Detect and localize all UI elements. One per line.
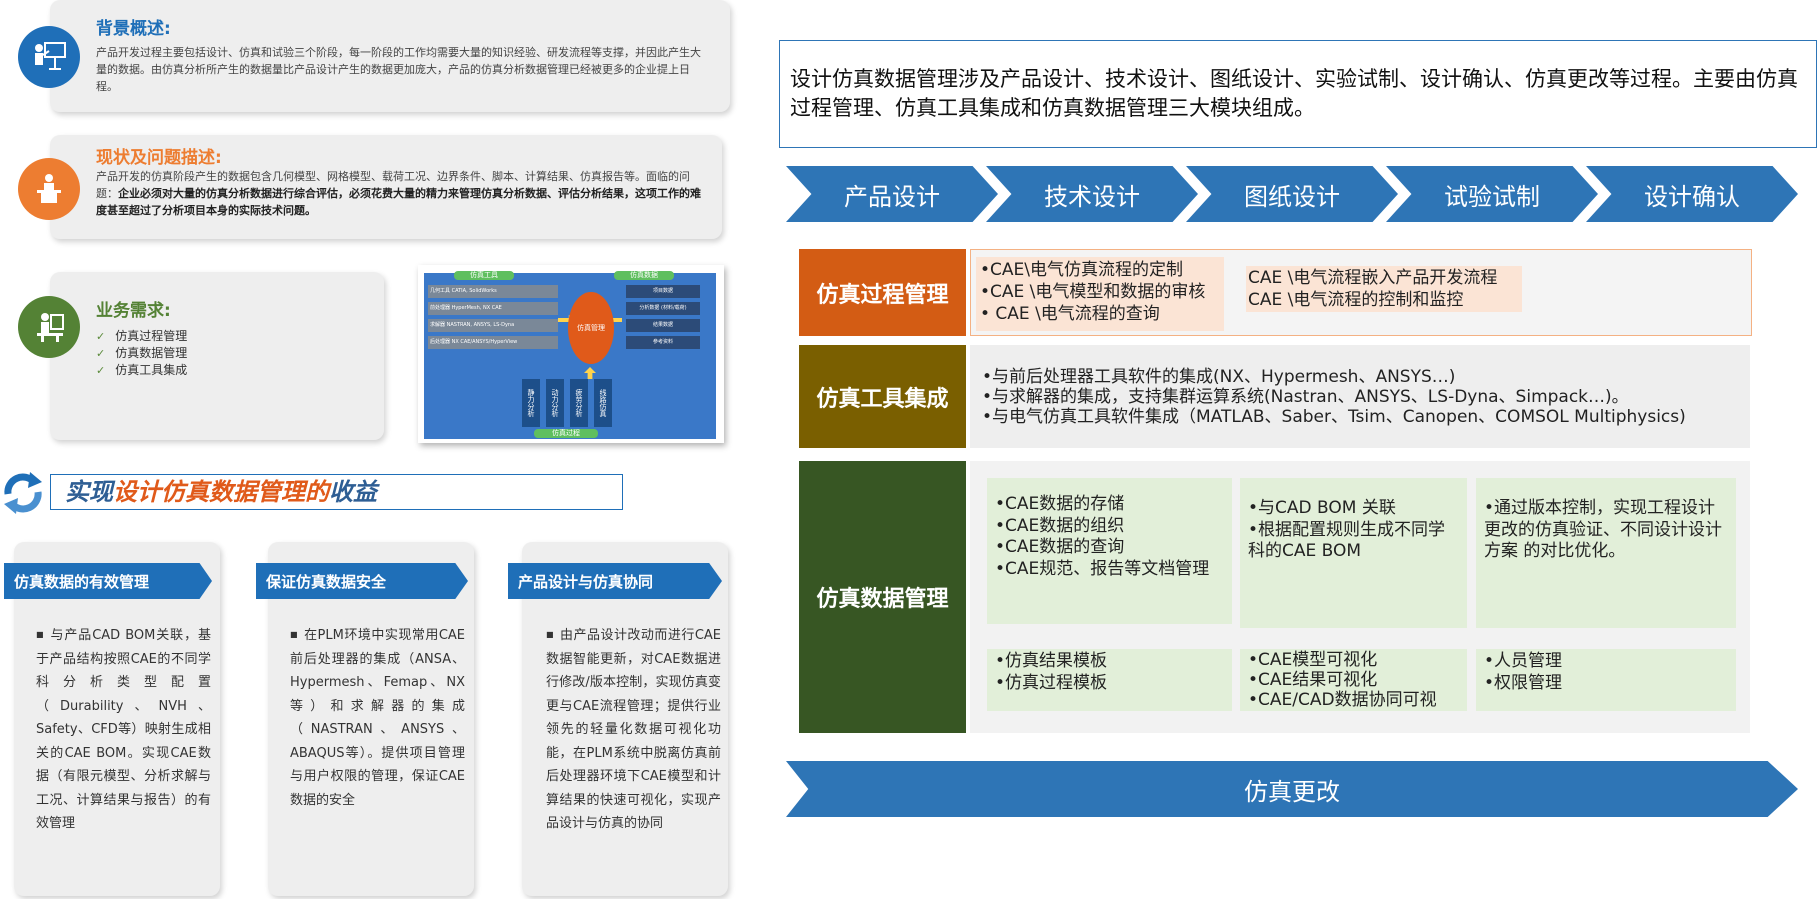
diagram-bottom-item: 静力分析	[522, 379, 540, 427]
process-step: 产品设计	[786, 166, 998, 222]
problem-card	[50, 135, 722, 239]
requirements-card	[50, 272, 384, 440]
simulation-change-arrow: 仿真更改	[786, 761, 1798, 817]
diagram-bottom-item: 线路仿真	[594, 379, 612, 427]
process-mgmt-box2: CAE \电气流程嵌入产品开发流程 CAE \电气流程的控制和监控	[1246, 266, 1522, 312]
check-icon: ✓	[96, 364, 106, 377]
summary-box: 设计仿真数据管理涉及产品设计、技术设计、图纸设计、实验试制、设计确认、仿真更改等…	[779, 40, 1817, 148]
diagram-left-item: 几何工具 CATIA, SolidWorks	[428, 285, 558, 298]
recycle-arrows-icon	[0, 470, 46, 516]
list-item: ✓仿真工具集成	[96, 363, 188, 377]
data-mgmt-box: •CAE模型可视化 •CAE结果可视化 •CAE/CAD数据协同可视	[1240, 649, 1467, 711]
benefit-heading-part3: 收益	[329, 478, 377, 506]
benefit-title: 产品设计与仿真协同	[508, 563, 722, 599]
diagram-right-item: 参考资料	[626, 336, 700, 349]
benefit-heading-part1: 实现	[65, 478, 113, 506]
process-step: 图纸设计	[1186, 166, 1398, 222]
diagram-right-item: 结果数据	[626, 319, 700, 332]
background-text: 产品开发过程主要包括设计、仿真和试验三个阶段，每一阶段的工作均需要大量的知识经验…	[96, 46, 701, 93]
diagram-left-item: 后处理器 NX CAE/ANSYS/HyperView	[428, 336, 558, 349]
benefit-heading-part2: 设计仿真数据管理的	[113, 478, 329, 506]
diagram-left-item: 求解器 NASTRAN, ANSYS, LS-Dyna	[428, 319, 558, 332]
diagram-right-item: 分析数据 (材料/载荷)	[626, 302, 700, 315]
benefit-text: ■与产品CAD BOM关联，基于产品结构按照CAE的不同学科分析类型配置（Dur…	[36, 628, 211, 831]
diagram-center: 仿真管理	[568, 292, 614, 364]
data-mgmt-box: •人员管理 •权限管理	[1476, 649, 1736, 711]
problem-text-bold: 企业必须对大量的仿真分析数据进行综合评估，必须花费大量的精力来管理仿真分析数据、…	[96, 187, 701, 217]
data-mgmt-box: •仿真结果模板 •仿真过程模板	[987, 649, 1232, 711]
benefit-title: 仿真数据的有效管理	[4, 563, 212, 599]
check-icon: ✓	[96, 330, 106, 343]
diagram-tab-data: 仿真数据	[614, 271, 674, 280]
module-label-process: 仿真过程管理	[799, 249, 966, 336]
benefit-heading: 实现设计仿真数据管理的收益	[50, 474, 623, 510]
lecture-icon	[18, 158, 80, 220]
benefit-text: ■由产品设计改动而进行CAE数据智能更新，对CAE数据进行修改/版本控制，实现仿…	[546, 628, 722, 831]
benefit-card	[268, 542, 474, 896]
summary-text: 设计仿真数据管理涉及产品设计、技术设计、图纸设计、实验试制、设计确认、仿真更改等…	[790, 67, 1798, 120]
data-mgmt-box: •与CAD BOM 关联 •根据配置规则生成不同学科的CAE BOM	[1240, 478, 1467, 628]
diagram-right-item: 项目数据	[626, 285, 700, 298]
process-step: 设计确认	[1586, 166, 1798, 222]
benefit-card	[522, 542, 728, 896]
background-title: 背景概述:	[96, 19, 171, 39]
presentation-icon	[18, 26, 80, 88]
process-step: 试验试制	[1386, 166, 1598, 222]
diagram-bottom-item: 疲劳分析	[570, 379, 588, 427]
module-label-tools: 仿真工具集成	[799, 345, 966, 448]
diagram-tab-tools: 仿真工具	[454, 271, 514, 280]
background-card	[50, 0, 730, 112]
benefit-title: 保证仿真数据安全	[256, 563, 468, 599]
benefit-text: ■在PLM环境中实现常用CAE前后处理器的集成（ANSA、Hypermesh、F…	[290, 628, 466, 808]
process-mgmt-box1: •CAE\电气仿真流程的定制 •CAE \电气模型和数据的审核 • CAE \电…	[976, 257, 1224, 331]
requirements-title: 业务需求:	[96, 301, 171, 321]
data-mgmt-box: •CAE数据的存储 •CAE数据的组织 •CAE数据的查询 •CAE规范、报告等…	[987, 478, 1232, 624]
process-step: 技术设计	[986, 166, 1198, 222]
data-mgmt-box: •通过版本控制，实现工程设计更改的仿真验证、不同设计设计方案 的对比优化。	[1476, 478, 1736, 628]
problem-text-plain: 产品开发的仿真阶段产生的数据包含几何模型、网格模型、载荷工况、边界条件、脚本、计…	[96, 170, 690, 200]
check-icon: ✓	[96, 347, 106, 360]
problem-title: 现状及问题描述:	[96, 148, 222, 168]
tool-integration-panel: •与前后处理器工具软件的集成(NX、Hypermesh、ANSYS…) •与求解…	[970, 345, 1750, 448]
problem-text: 产品开发的仿真阶段产生的数据包含几何模型、网格模型、载荷工况、边界条件、脚本、计…	[96, 168, 706, 219]
diagram-bottom-item: 动力分析	[546, 379, 564, 427]
benefit-card	[14, 542, 220, 896]
module-label-data: 仿真数据管理	[799, 461, 966, 733]
architecture-diagram: 仿真工具 仿真数据 几何工具 CATIA, SolidWorks 前处理器 Hy…	[418, 265, 724, 443]
list-item: ✓仿真过程管理	[96, 329, 188, 343]
requirements-list: ✓仿真过程管理 ✓仿真数据管理 ✓仿真工具集成	[96, 328, 187, 379]
diagram-tab-process: 仿真过程	[534, 429, 598, 438]
diagram-left-item: 前处理器 HyperMesh, NX CAE	[428, 302, 558, 315]
list-item: ✓仿真数据管理	[96, 346, 188, 360]
worker-icon	[18, 296, 80, 358]
